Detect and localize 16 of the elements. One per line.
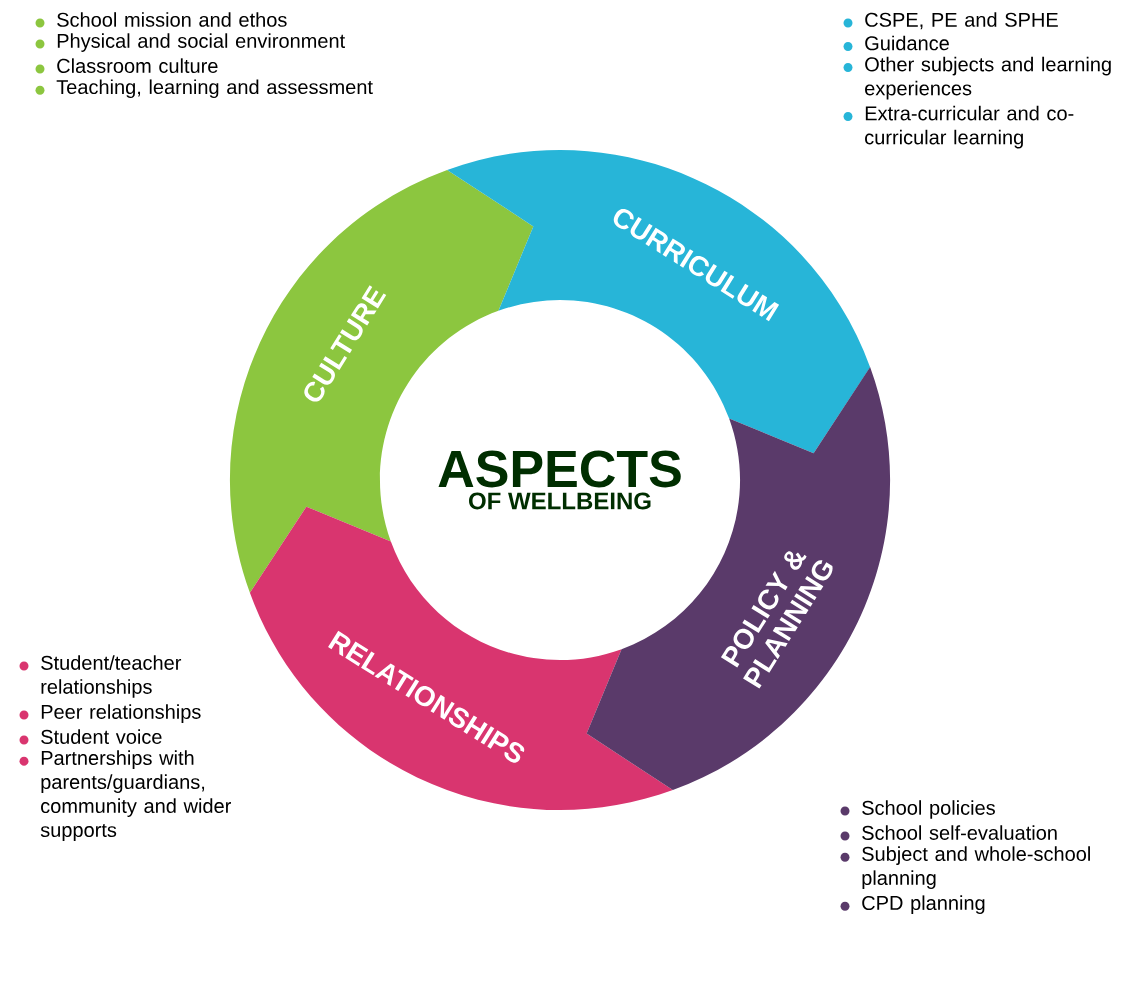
list-item: Student/teacher relationships <box>19 655 182 698</box>
list-item: School mission and ethos <box>35 12 287 28</box>
list-item: School self-evaluation <box>840 825 1057 841</box>
list-item: Guidance <box>843 35 949 51</box>
list-item: Peer relationships <box>19 704 201 723</box>
list-item: Teaching, learning and assessment <box>35 79 373 99</box>
list-item: CSPE, PE and SPHE <box>843 12 1058 30</box>
list-item: Subject and whole-school planning <box>840 846 1090 889</box>
list-item: Other subjects and learning experiences <box>843 56 1111 100</box>
list-item: Extra-curricular and co-curricular learning <box>843 105 1074 149</box>
list-item: CPD planning <box>840 895 985 914</box>
list-item: Student voice <box>19 729 162 745</box>
list-item: School policies <box>840 800 995 819</box>
list-item: Classroom culture <box>35 58 218 74</box>
list-item: Partnerships with parents/guardians, community and wider supports <box>19 750 231 841</box>
list-item: Physical and social environment <box>35 33 345 52</box>
